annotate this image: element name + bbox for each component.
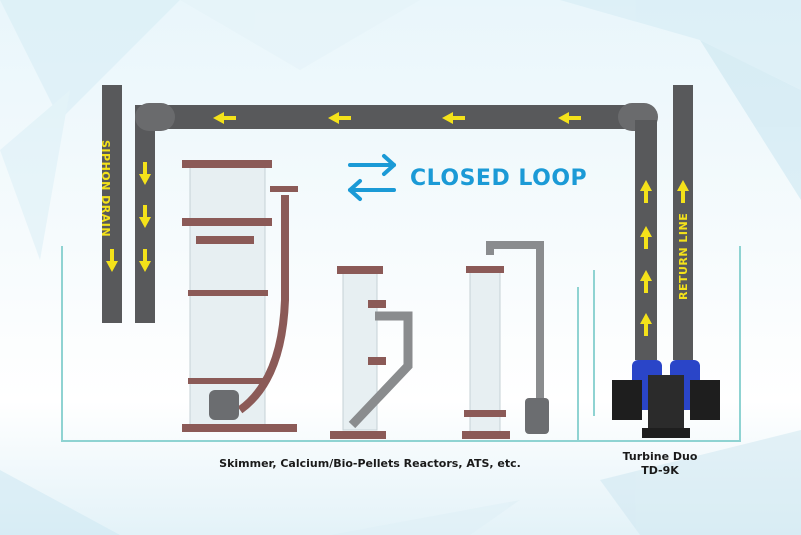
flow-arrow-icon xyxy=(677,180,689,203)
protein-skimmer xyxy=(182,160,298,432)
flow-arrow-icon xyxy=(640,180,652,203)
flow-arrow-icon xyxy=(640,226,652,249)
flow-arrow-icon xyxy=(139,249,151,272)
closed-loop-label: CLOSED LOOP xyxy=(410,166,588,191)
flow-arrow-icon xyxy=(640,270,652,293)
flow-arrow-icon xyxy=(139,205,151,228)
equipment-caption: Skimmer, Calcium/Bio-Pellets Reactors, A… xyxy=(219,457,521,470)
pellet-reactor xyxy=(462,241,549,439)
return-line-label: RETURN LINE xyxy=(677,212,690,300)
siphon-drain-label: SIPHON DRAIN xyxy=(99,140,112,238)
return-line-pipe xyxy=(673,85,693,360)
sump-baffles xyxy=(577,270,595,441)
flow-arrow-icon xyxy=(213,112,236,124)
pump-model: TD-9K xyxy=(641,464,679,477)
flow-arrow-icon xyxy=(139,162,151,185)
display-tank xyxy=(61,246,741,442)
flow-arrows-loop-riser xyxy=(640,180,689,336)
flow-arrows-top xyxy=(213,112,581,124)
turbine-duo-pump xyxy=(612,360,720,438)
loop-arrows-icon xyxy=(348,154,396,201)
flow-arrow-icon xyxy=(106,249,118,272)
flow-arrow-icon xyxy=(328,112,351,124)
flow-arrows-siphon xyxy=(106,162,151,272)
pump-name: Turbine Duo xyxy=(622,450,698,463)
pump-caption: Turbine Duo TD-9K xyxy=(610,450,710,478)
flow-arrow-icon xyxy=(558,112,581,124)
flow-arrow-icon xyxy=(442,112,465,124)
flow-arrow-icon xyxy=(640,313,652,336)
calcium-reactor xyxy=(330,266,413,439)
